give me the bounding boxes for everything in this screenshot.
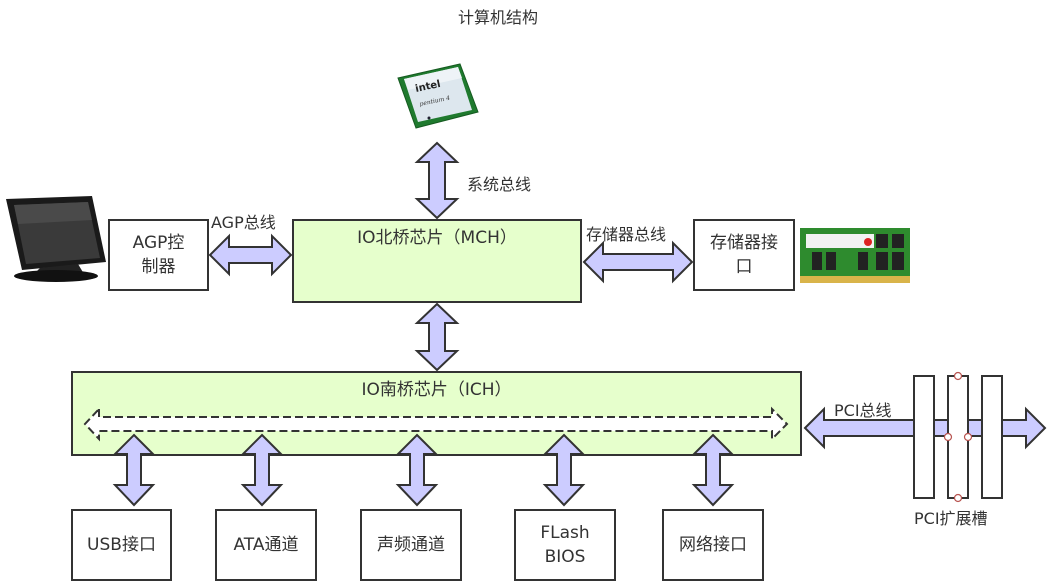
device-ata-label: ATA通道 [233,535,299,555]
connector-point [953,493,963,503]
device-usb-box: USB接口 [71,509,172,581]
pci-slots [913,371,1003,503]
network-arrow [691,433,735,507]
connector-point [963,432,973,442]
device-usb-label: USB接口 [87,535,156,555]
audio-arrow [395,433,439,507]
ata-arrow [240,433,284,507]
agp-controller-label-1: AGP控 [132,233,185,253]
pci-slots-label: PCI扩展槽 [914,509,988,528]
device-arrows [112,433,735,507]
system-bus-arrow [414,141,460,220]
device-audio-label: 声频通道 [377,535,445,555]
device-flash-label-2: BIOS [544,547,586,567]
ram-module-icon [800,228,910,283]
north-bridge-label: IO北桥芯片（MCH） [357,228,517,248]
connector-point [953,371,963,381]
flash-bios-arrow [542,433,586,507]
agp-bus-label: AGP总线 [211,213,276,232]
agp-controller-label-2: 制器 [141,257,176,277]
mch-ich-arrow [414,302,460,372]
memory-interface-box: 存储器接 口 [693,219,795,291]
agp-bus-arrow [208,233,293,277]
connector-point [943,432,953,442]
device-audio-box: 声频通道 [360,509,462,581]
pci-bus-label: PCI总线 [834,401,892,420]
pci-slot-1 [913,375,935,499]
device-ata-box: ATA通道 [215,509,317,581]
south-bridge-label: IO南桥芯片（ICH） [361,380,512,400]
memory-bus-label: 存储器总线 [586,225,667,244]
device-network-box: 网络接口 [662,509,764,581]
memory-interface-label-2: 口 [735,257,753,277]
device-network-label: 网络接口 [679,535,747,555]
device-flash-label-1: FLash [540,523,590,543]
agp-controller-box: AGP控 制器 [108,219,209,291]
cpu-pentium4-icon: intel pentium 4 [397,63,479,129]
pci-slot-3 [981,375,1003,499]
north-bridge-chip: IO北桥芯片（MCH） [292,219,582,303]
device-flash-bios-box: FLash BIOS [514,509,616,581]
svg-text:intel: intel [414,79,441,95]
ich-internal-bus-arrow [83,406,789,442]
monitor-icon [6,196,106,282]
memory-interface-label-1: 存储器接 [710,233,778,253]
usb-arrow [112,433,156,507]
system-bus-label: 系统总线 [467,175,532,194]
memory-bus-arrow [582,240,694,284]
diagram-title: 计算机结构 [457,8,538,27]
